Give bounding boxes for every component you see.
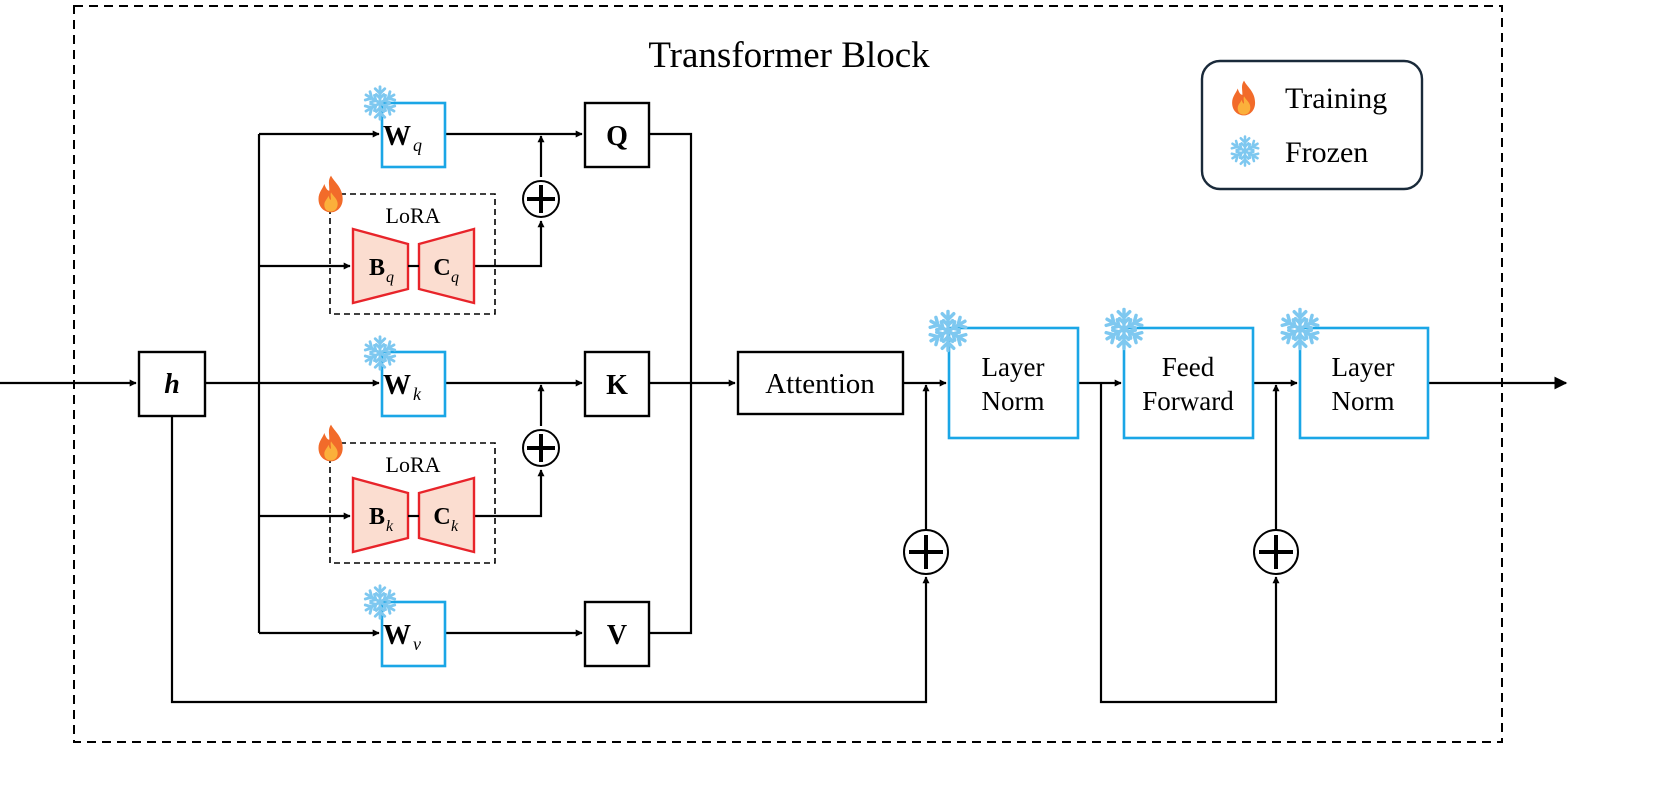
svg-text:W: W bbox=[383, 620, 411, 651]
input-h-node: h bbox=[137, 350, 207, 418]
lora-q-c-main: C bbox=[433, 255, 450, 281]
svg-text:W: W bbox=[383, 370, 411, 401]
q-label: Q bbox=[606, 121, 628, 152]
feed-forward-block: Feed Forward bbox=[1104, 309, 1255, 440]
lora-q-b-main: B bbox=[369, 255, 385, 281]
attention-block: Attention bbox=[736, 350, 905, 416]
attention-label: Attention bbox=[765, 368, 875, 400]
feed-forward-line2: Forward bbox=[1142, 386, 1234, 416]
residual-plus-2 bbox=[1253, 529, 1299, 575]
wk-sub: k bbox=[413, 384, 422, 404]
fire-icon bbox=[318, 424, 343, 462]
q-node: Q bbox=[583, 101, 651, 169]
legend-frozen-label: Frozen bbox=[1285, 136, 1368, 169]
lora-q-block: LoRA B q C q bbox=[318, 175, 496, 315]
input-h-label: h bbox=[164, 369, 180, 400]
connections bbox=[0, 130, 1568, 704]
lora-k-c-main: C bbox=[433, 504, 450, 530]
wq-block: W q bbox=[364, 87, 447, 169]
layer-norm-2-line2: Norm bbox=[1332, 386, 1395, 416]
v-label: V bbox=[607, 620, 627, 651]
layer-norm-1-line2: Norm bbox=[982, 386, 1045, 416]
legend-training-label: Training bbox=[1285, 82, 1387, 115]
lora-q-c-sub: q bbox=[451, 269, 459, 286]
svg-text:C: C bbox=[433, 255, 450, 281]
layer-norm-2: Layer Norm bbox=[1280, 309, 1430, 440]
svg-text:C: C bbox=[433, 504, 450, 530]
transformer-block-frame bbox=[73, 5, 1503, 743]
lora-q-b-sub: q bbox=[386, 269, 394, 286]
wv-sub: v bbox=[413, 634, 421, 654]
wq-sub: q bbox=[413, 135, 422, 155]
lora-q-label: LoRA bbox=[386, 203, 441, 228]
layer-norm-2-line1: Layer bbox=[1332, 352, 1395, 382]
lora-k-b-sub: k bbox=[386, 518, 394, 535]
lora-k-label: LoRA bbox=[386, 452, 441, 477]
svg-text:B: B bbox=[369, 255, 385, 281]
layer-norm-1-line1: Layer bbox=[982, 352, 1045, 382]
k-node: K bbox=[583, 350, 651, 418]
wq-main: W bbox=[383, 121, 411, 152]
lora-k-b-main: B bbox=[369, 504, 385, 530]
k-label: K bbox=[606, 370, 628, 401]
wv-main: W bbox=[383, 620, 411, 651]
feed-forward-line1: Feed bbox=[1162, 352, 1215, 382]
v-node: V bbox=[583, 600, 651, 668]
wv-block: W v bbox=[364, 586, 447, 668]
plus-node-k bbox=[522, 429, 560, 467]
lora-k-c-sub: k bbox=[451, 518, 459, 535]
fire-icon bbox=[318, 175, 343, 213]
svg-text:B: B bbox=[369, 504, 385, 530]
wk-main: W bbox=[383, 370, 411, 401]
legend: Training Frozen bbox=[1200, 59, 1424, 191]
diagram-title: Transformer Block bbox=[648, 35, 930, 76]
layer-norm-1: Layer Norm bbox=[928, 311, 1080, 440]
residual-plus-1 bbox=[903, 529, 949, 575]
plus-node-q bbox=[522, 180, 560, 218]
lora-k-block: LoRA B k C k bbox=[318, 424, 496, 564]
wk-block: W k bbox=[364, 337, 447, 418]
svg-text:W: W bbox=[383, 121, 411, 152]
